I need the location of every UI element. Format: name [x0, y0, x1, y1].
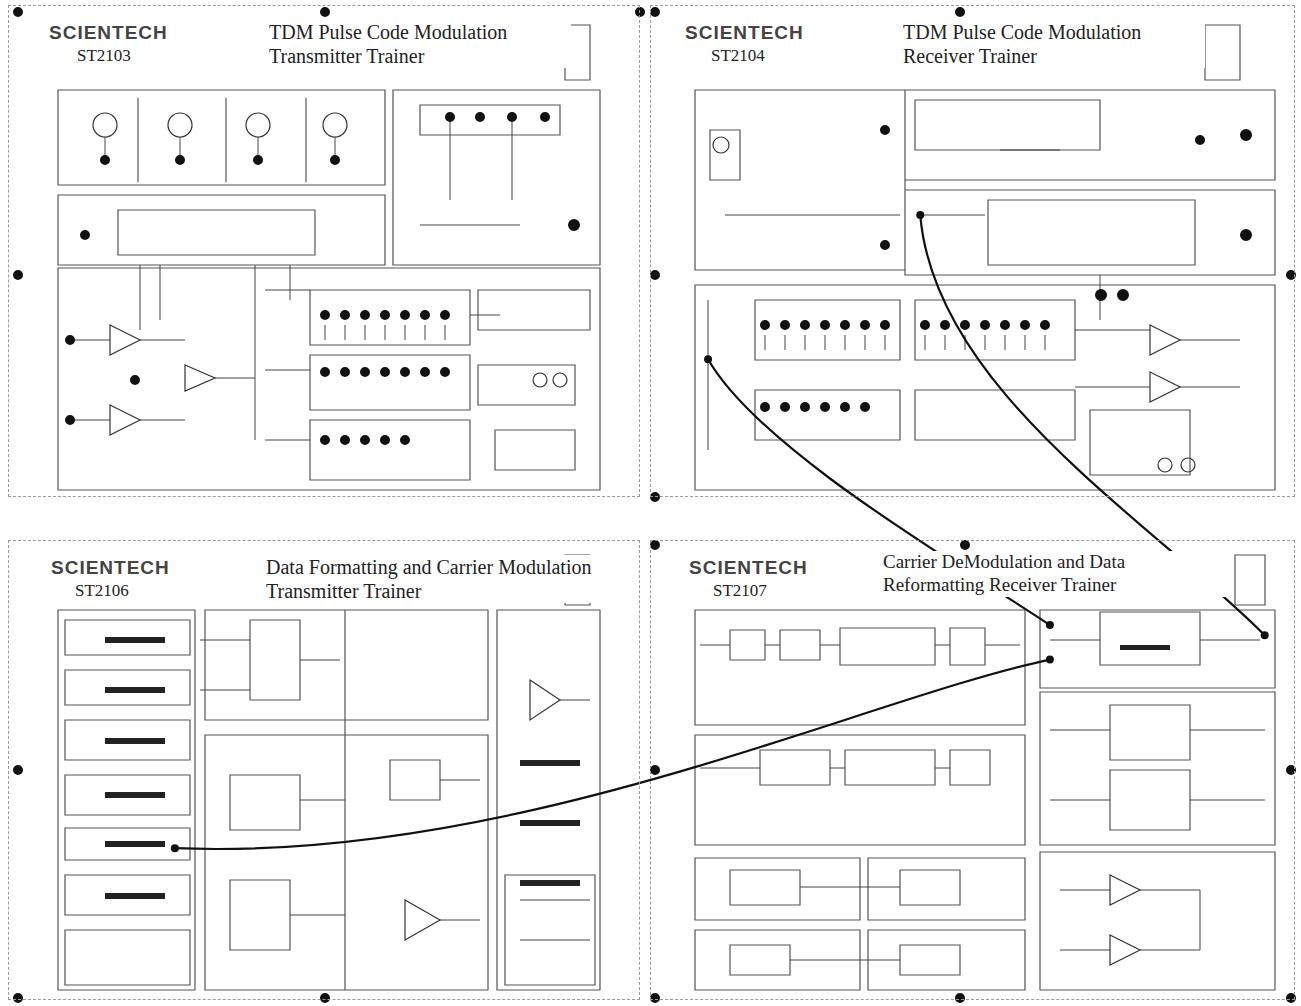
trainer-board: SCIENTECHST2103 TDM Pulse Code Modulation… [8, 5, 640, 497]
amplifier-symbols [110, 325, 1180, 965]
switch-blocks [105, 637, 1170, 899]
cord-plug [1261, 631, 1269, 639]
board-title: TDM Pulse Code Modulation Receiver Train… [901, 20, 1205, 68]
cord-plug [1046, 656, 1054, 664]
cord-plug [1046, 621, 1054, 629]
socket-dots [13, 7, 1296, 1003]
model-number: ST2103 [75, 46, 133, 66]
board-title: TDM Pulse Code Modulation Transmitter Tr… [267, 20, 571, 68]
trainer-board: SCIENTECHST2106 Data Formatting and Carri… [8, 540, 640, 1000]
brand-logo: SCIENTECH [687, 557, 810, 580]
brand-logo: SCIENTECH [49, 557, 172, 580]
model-number: ST2106 [73, 581, 131, 601]
trainer-board: SCIENTECHST2104 TDM Pulse Code Modulation… [650, 5, 1295, 497]
model-number: ST2107 [711, 581, 769, 601]
brand-logo: SCIENTECH [683, 22, 806, 45]
patch-cord [171, 656, 1054, 853]
knob-symbols [93, 113, 1195, 472]
cord-line [175, 660, 1050, 849]
model-number: ST2104 [709, 46, 767, 66]
cord-plug [704, 355, 712, 363]
cord-plug [171, 844, 179, 852]
trainer-board: SCIENTECHST2107 Carrier DeModulation and … [650, 540, 1295, 1000]
cord-plug [916, 211, 924, 219]
board-title: Data Formatting and Carrier Modulation T… [264, 555, 608, 603]
brand-logo: SCIENTECH [47, 22, 170, 45]
panel-outlines [58, 25, 1275, 990]
board-title: Carrier DeModulation and Data Reformatti… [881, 551, 1230, 597]
